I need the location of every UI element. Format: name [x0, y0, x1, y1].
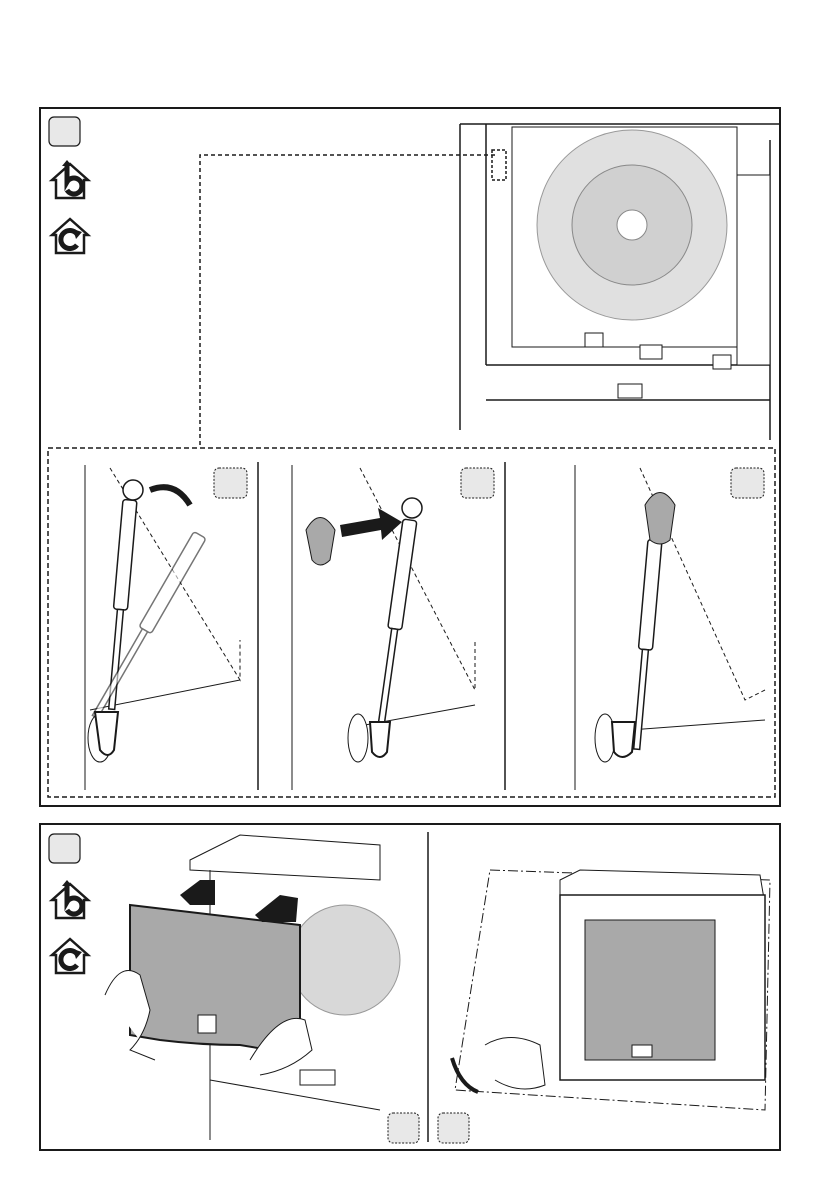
step-2-panel	[39, 823, 781, 1151]
step-number-box	[48, 833, 81, 864]
sub-step-1c	[574, 465, 766, 790]
sub-step-1b	[291, 465, 495, 790]
push-arrow-icon	[255, 895, 298, 922]
step-1-panel	[39, 107, 781, 807]
house-ducted-extraction-icon	[52, 160, 88, 198]
push-arrow-icon	[180, 880, 215, 905]
push-arrow-icon	[340, 508, 402, 540]
hand-illustration	[104, 970, 156, 1061]
house-ducted-extraction-icon	[52, 880, 88, 918]
hand-illustration	[484, 1037, 546, 1090]
rotate-arrow-icon	[450, 1057, 479, 1094]
hood-cutaway-illustration	[459, 123, 780, 440]
strut-cap-icon	[305, 517, 336, 566]
filter-closed-illustration	[437, 869, 771, 1144]
filter-install-illustration	[104, 834, 420, 1144]
house-recirculation-icon	[52, 939, 88, 973]
rotate-arrow-icon	[148, 484, 193, 507]
step-number-box	[48, 116, 81, 147]
house-recirculation-icon	[52, 219, 88, 253]
hand-illustration	[249, 1018, 313, 1076]
sub-step-1a	[84, 465, 248, 790]
